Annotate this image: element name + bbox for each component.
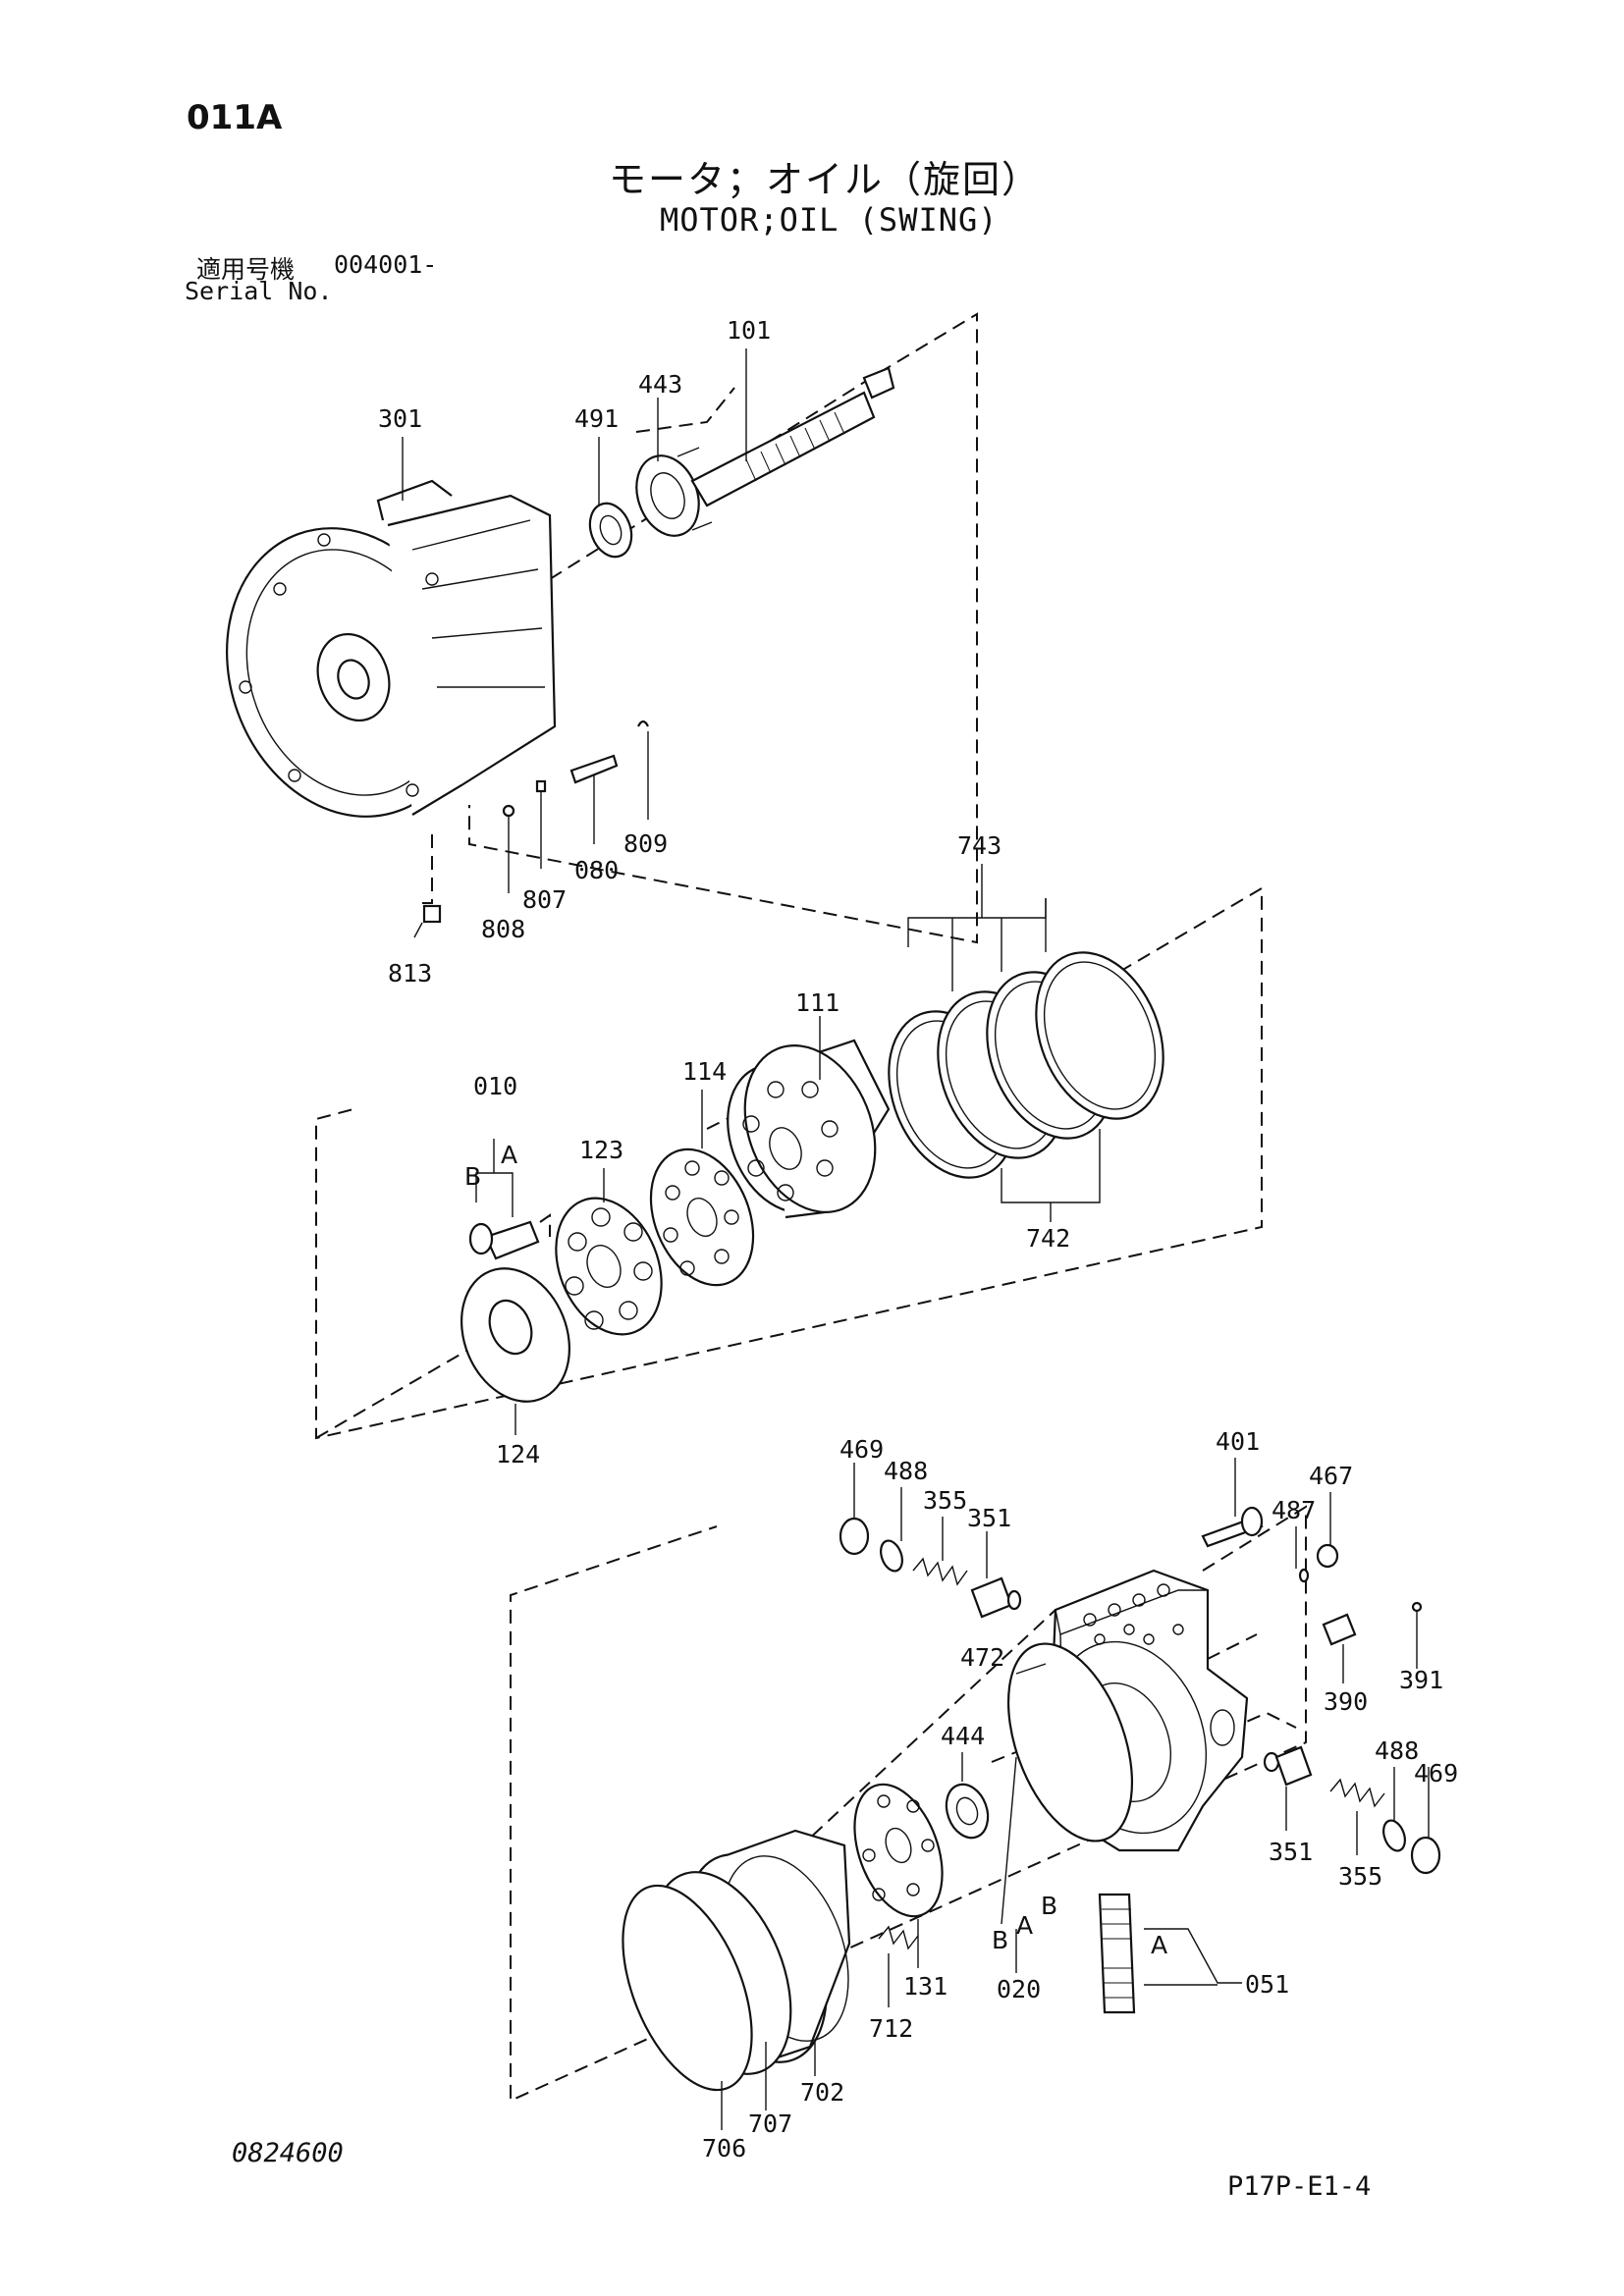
callout-051: 051 <box>1245 1970 1289 1999</box>
bearing-444 <box>945 1752 990 1840</box>
callout-813: 813 <box>388 959 432 988</box>
bearing-443 <box>635 447 713 537</box>
spring-355-upper <box>912 1517 968 1586</box>
callout-390: 390 <box>1324 1687 1368 1716</box>
callout-469-lower: 469 <box>1414 1759 1458 1788</box>
o-ring-487 <box>1295 1526 1310 1583</box>
callout-114: 114 <box>682 1057 727 1086</box>
callout-124: 124 <box>496 1440 540 1468</box>
page-title-japanese: モータ；オイル（旋回） <box>609 158 1042 201</box>
valve-051 <box>1098 1893 1136 2014</box>
callout-401: 401 <box>1216 1427 1260 1456</box>
callout-743: 743 <box>957 831 1001 860</box>
callout-010-a: A <box>501 1141 517 1169</box>
poppet-351-lower <box>1263 1745 1313 1831</box>
drawing-number: 0824600 <box>232 2138 344 2168</box>
callout-702: 702 <box>800 2078 844 2107</box>
plug-469-lower <box>1410 1767 1441 1875</box>
dash-link <box>315 1324 512 1439</box>
callout-355-lower: 355 <box>1338 1862 1382 1891</box>
callout-807: 807 <box>522 885 567 914</box>
dash-link <box>635 387 735 433</box>
callout-020: 020 <box>997 1975 1041 2003</box>
serial-label-japanese: 適用号機 <box>196 255 296 284</box>
piston-010 <box>468 1213 551 1260</box>
friction-plates-743-742 <box>888 951 1164 1179</box>
bracket-020 <box>1001 1756 1017 1925</box>
group2-dash-outline <box>315 886 1263 1440</box>
callout-487: 487 <box>1272 1496 1316 1524</box>
valve-plate-131 <box>853 1783 944 1968</box>
plug-813 <box>413 904 442 938</box>
seal-491 <box>588 502 633 559</box>
o-ring-472 <box>1006 1642 1134 1842</box>
dash-link <box>414 834 433 904</box>
callout-488-upper: 488 <box>884 1457 928 1485</box>
callout-020-b-right: B <box>1041 1892 1057 1920</box>
housing-301 <box>226 479 557 818</box>
callout-010: 010 <box>473 1072 517 1100</box>
o-ring-488-upper <box>880 1487 903 1573</box>
callout-301: 301 <box>378 404 422 433</box>
rivet-391 <box>1411 1601 1423 1669</box>
callout-080: 080 <box>574 856 619 884</box>
spring-807 <box>535 779 547 869</box>
bolt-401 <box>1201 1506 1264 1548</box>
shaft-101 <box>690 366 895 507</box>
bracket-051 <box>1144 1928 1242 1984</box>
callout-467: 467 <box>1309 1462 1353 1490</box>
callout-351-lower: 351 <box>1269 1838 1313 1866</box>
callout-131: 131 <box>903 1972 947 2001</box>
callout-355-upper: 355 <box>923 1486 967 1515</box>
callout-051-a: A <box>1151 1931 1167 1959</box>
housing-group: 301 491 443 101 809 080 807 808 813 <box>226 312 978 988</box>
pin-080 <box>569 754 619 844</box>
callout-391: 391 <box>1399 1666 1443 1694</box>
callout-111: 111 <box>795 988 839 1017</box>
swash-plate-124 <box>460 1267 570 1403</box>
spring-712 <box>878 1925 919 2007</box>
o-ring-706 <box>622 1884 753 2130</box>
cylinder-block-111 <box>727 1039 891 1219</box>
callout-707: 707 <box>748 2109 792 2138</box>
group1-dash-outline <box>468 312 978 944</box>
retainer-plate-114 <box>649 1148 755 1287</box>
callout-020-a: A <box>1016 1911 1033 1940</box>
callout-488-lower: 488 <box>1375 1736 1419 1765</box>
rotary-group: 743 742 111 114 010 B A 123 124 <box>315 831 1263 1468</box>
page-code: 011A <box>187 98 283 137</box>
plug-469-upper <box>839 1463 870 1556</box>
serial-label-english: Serial No. <box>185 277 333 305</box>
callout-444: 444 <box>941 1722 985 1750</box>
callout-469-upper: 469 <box>839 1435 884 1464</box>
callout-351-upper: 351 <box>967 1504 1011 1532</box>
o-ring-488-lower <box>1382 1767 1406 1852</box>
plug-467 <box>1316 1492 1339 1569</box>
callout-010-b: B <box>464 1162 481 1191</box>
callout-742: 742 <box>1026 1224 1070 1253</box>
callout-808: 808 <box>481 915 525 943</box>
spring-355-lower <box>1329 1778 1385 1855</box>
bracket-010 <box>475 1172 514 1217</box>
ball-808 <box>502 804 515 893</box>
snap-ring-809 <box>637 720 649 820</box>
callout-101: 101 <box>727 316 771 345</box>
shoe-plate-123 <box>555 1197 663 1336</box>
name-plate-390 <box>1322 1613 1357 1683</box>
serial-value: 004001- <box>334 250 438 279</box>
callout-706: 706 <box>702 2134 746 2163</box>
valve-cover-group: 469 488 355 351 401 467 487 472 390 391 … <box>510 1427 1458 2163</box>
callout-809: 809 <box>623 829 668 858</box>
callout-712: 712 <box>869 2014 913 2043</box>
callout-491: 491 <box>574 404 619 433</box>
poppet-351-upper <box>970 1531 1022 1619</box>
page-reference: P17P-E1-4 <box>1227 2171 1372 2202</box>
callout-472: 472 <box>960 1643 1004 1672</box>
callout-123: 123 <box>579 1136 623 1164</box>
callout-020-b-left: B <box>992 1926 1008 1954</box>
callout-443: 443 <box>638 370 682 399</box>
page-title-english: MOTOR;OIL (SWING) <box>660 201 999 239</box>
